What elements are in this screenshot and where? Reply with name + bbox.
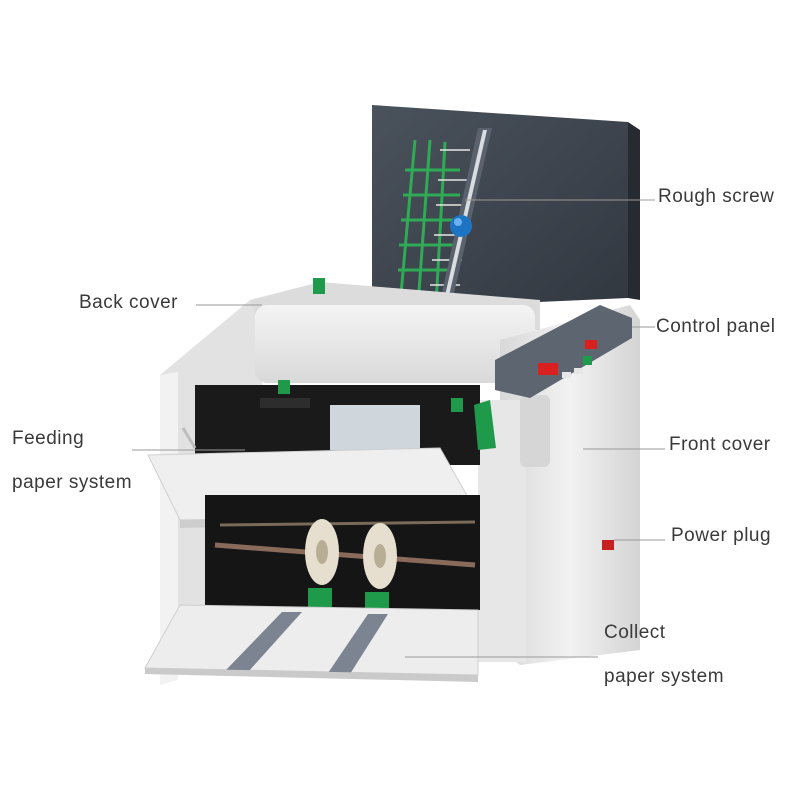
label-control-panel: Control panel [656, 316, 776, 337]
power-plug [602, 540, 614, 550]
feed-tray [372, 105, 640, 306]
label-back-cover: Back cover [79, 292, 178, 313]
feed-opening [195, 278, 496, 465]
display [538, 363, 558, 375]
label-rough-screw: Rough screw [658, 186, 775, 207]
label-front-cover: Front cover [669, 434, 771, 455]
label-power-plug: Power plug [671, 525, 772, 546]
label-feeding-line2: paper system [12, 472, 133, 493]
label-collect-line1: Collect [604, 622, 666, 643]
leader-lines [132, 199, 665, 658]
collect-tray [144, 604, 479, 682]
label-collect-line2: paper system [604, 666, 725, 687]
output-cavity [205, 495, 480, 612]
label-feeding-line1: Feeding [12, 428, 85, 449]
paper-guide-scale [398, 139, 460, 306]
rough-screw [450, 215, 472, 237]
